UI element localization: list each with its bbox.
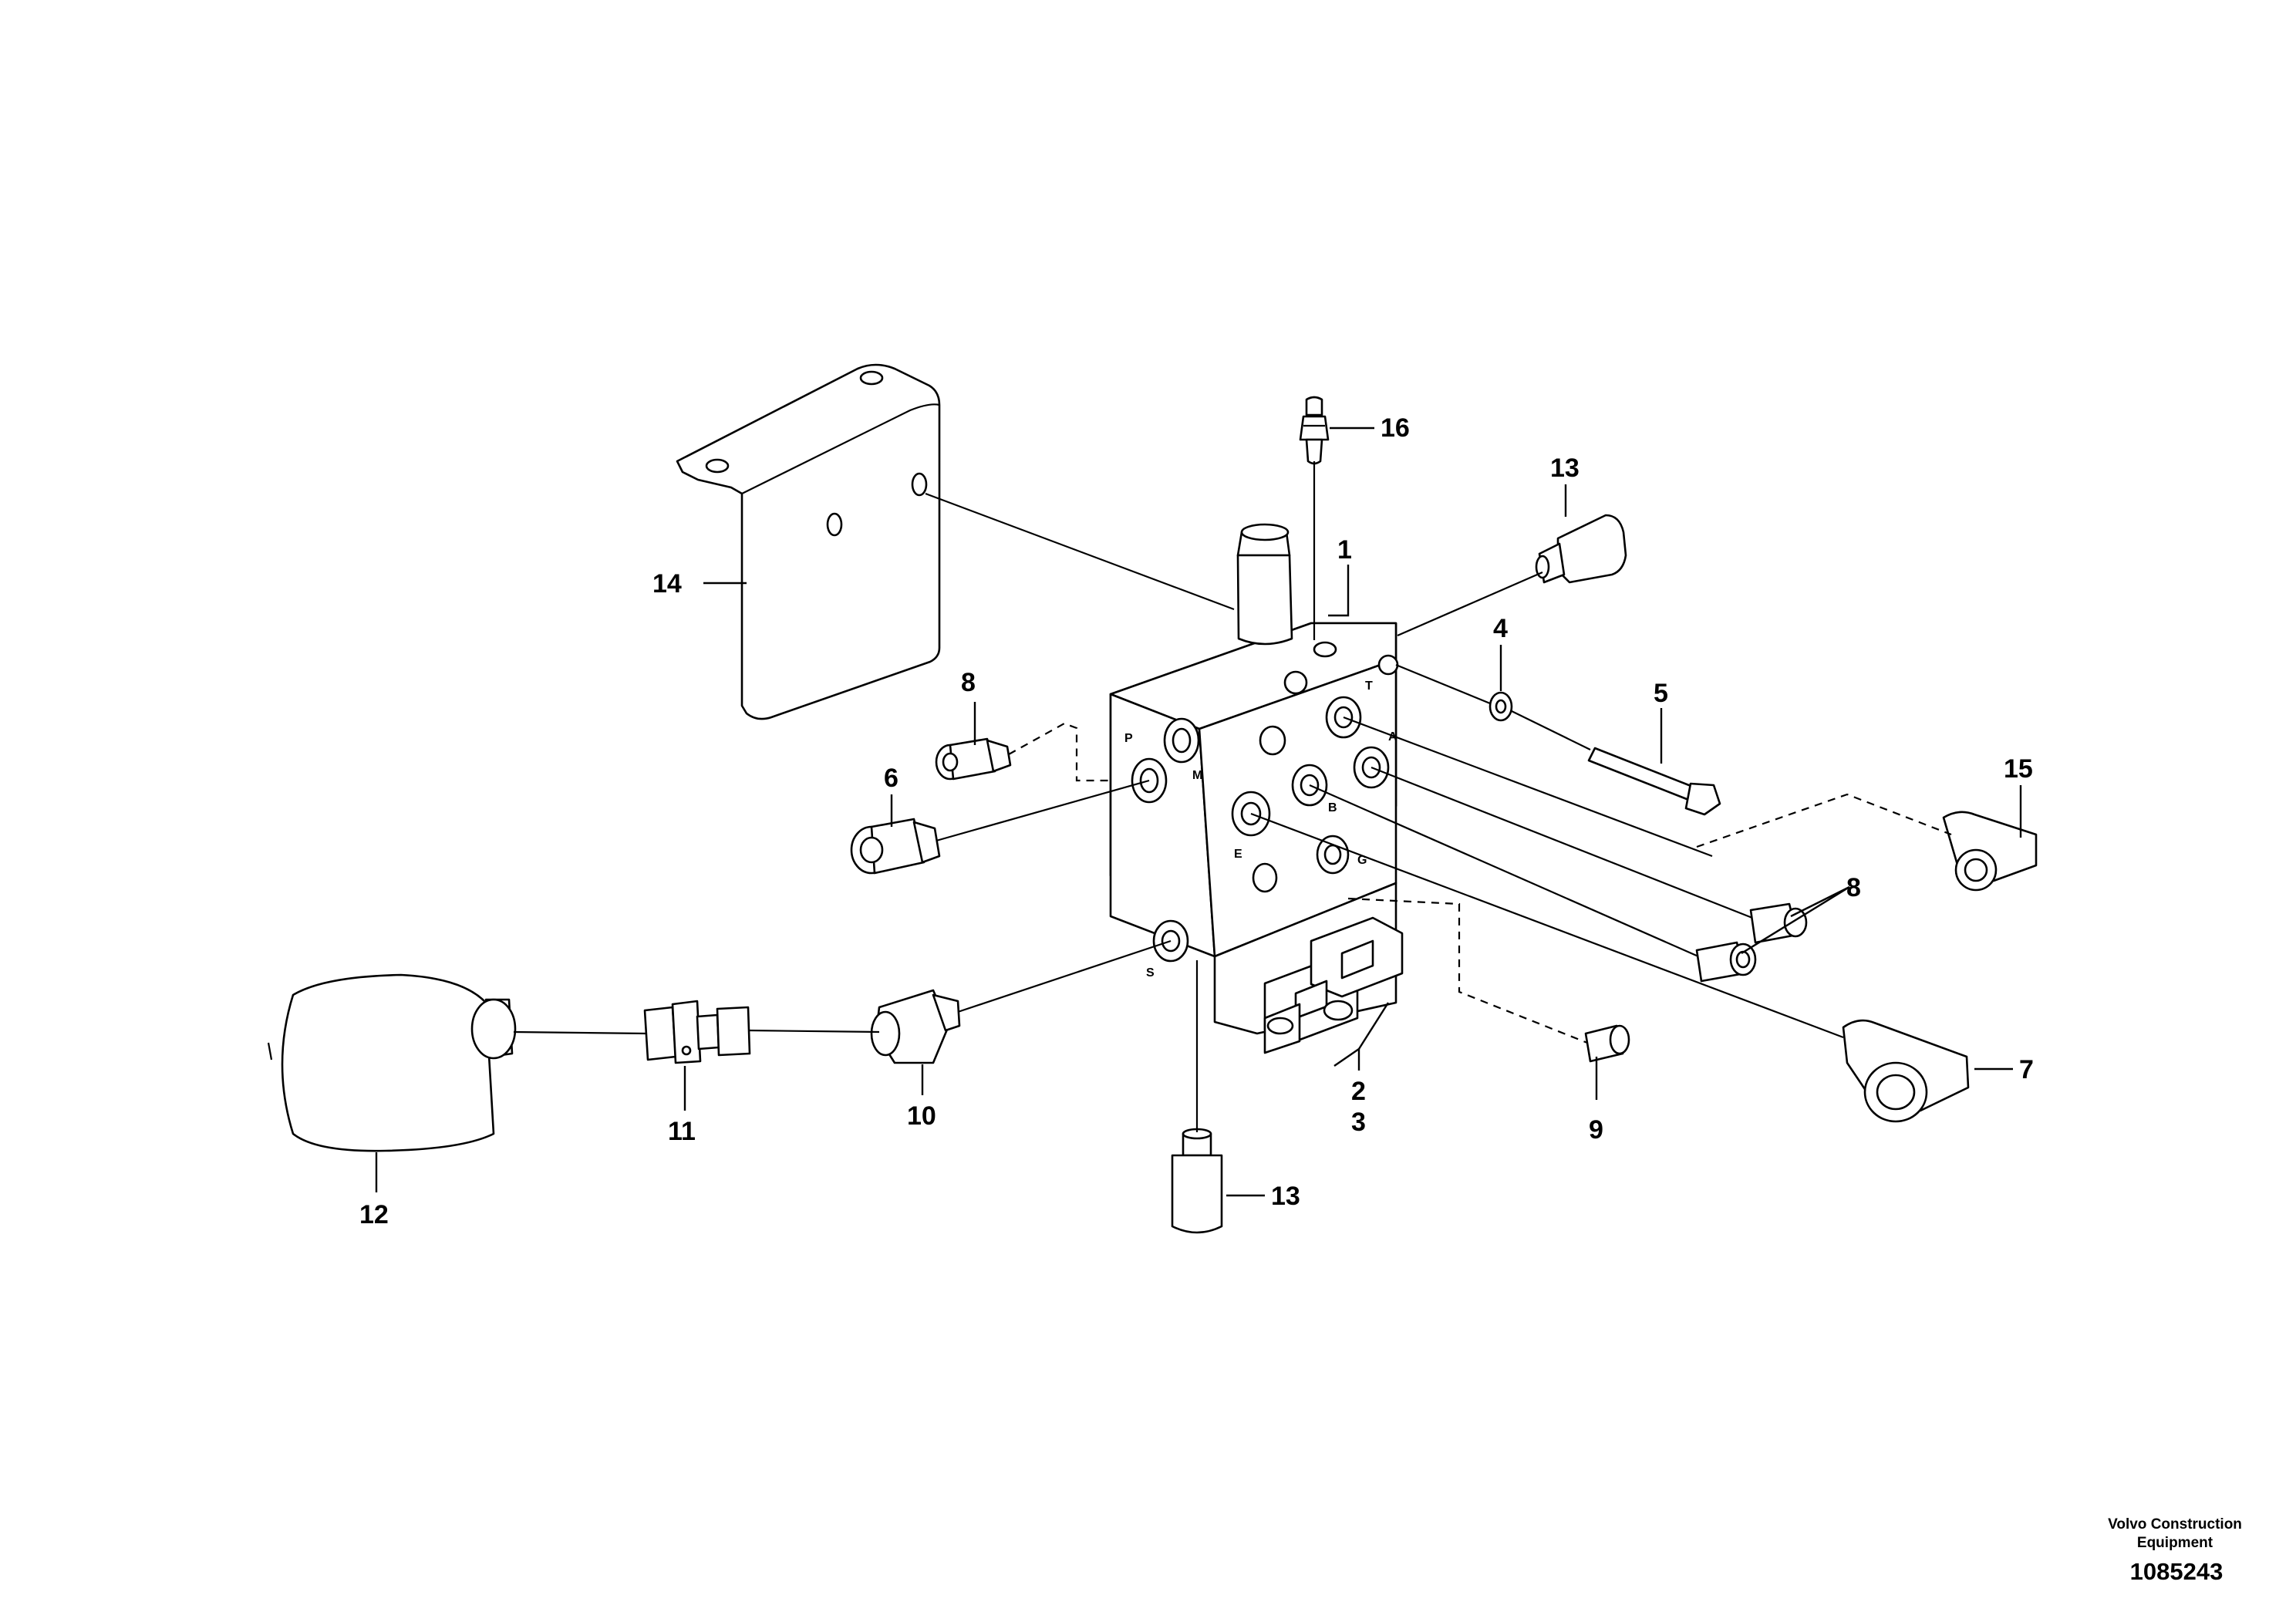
callout-leaders [375,427,2022,1197]
callout-11: 11 [668,1117,696,1146]
port-mark-s: S [1146,966,1155,980]
elbow-10 [870,989,961,1064]
adapter-8-left [935,737,1012,781]
callout-2: 2 [1351,1077,1366,1106]
callout-numbers: 16 13 1 14 4 8 5 15 6 8 7 2 10 3 11 9 13… [359,413,2034,1229]
callout-10: 10 [907,1101,936,1131]
callout-15: 15 [2004,754,2033,784]
callout-6: 6 [884,764,899,793]
port-mark-b: B [1328,801,1337,814]
coupling-11 [643,1000,751,1064]
callout-13-upper: 13 [1550,454,1580,483]
credit-line-1: Volvo Construction [2108,1516,2242,1533]
callout-9: 9 [1589,1115,1603,1145]
port-mark-m: M [1192,769,1202,782]
callout-5: 5 [1654,679,1668,708]
callout-1: 1 [1337,535,1352,565]
washer-4 [1489,691,1513,722]
port-mark-t: T [1365,679,1373,693]
document-number: 1085243 [2130,1558,2224,1585]
port-mark-a: A [1388,730,1397,744]
pressure-sensor-13-lower [1171,1128,1223,1234]
callout-12: 12 [359,1200,389,1229]
callout-14: 14 [652,569,682,599]
elbow-7 [1842,1019,1970,1123]
connection-lines [513,461,1952,1132]
plug-9 [1584,1024,1630,1063]
fitting-16 [1299,396,1330,465]
callout-13-lower: 13 [1271,1182,1300,1211]
mounting-bracket [676,363,941,720]
callout-4: 4 [1493,614,1508,643]
port-mark-p: P [1124,732,1133,745]
accumulator-12 [267,973,517,1152]
adapters-8-right [1695,902,1808,983]
credit-line-2: Equipment [2137,1535,2213,1551]
footer-credit: Volvo Construction Equipment 1085243 [2108,1516,2242,1585]
port-mark-e: E [1234,848,1242,861]
adapter-6 [850,818,941,875]
callout-16: 16 [1381,413,1410,443]
valve-block: P M T A B E S G [1109,523,1399,980]
elbow-15 [1942,811,2038,892]
callout-8-left: 8 [961,668,976,697]
callout-7: 7 [2019,1055,2034,1084]
bolt-5 [1587,747,1721,816]
callout-3: 3 [1351,1108,1366,1137]
solenoid-valves [1213,882,1404,1054]
pressure-sensor-13-upper [1535,514,1627,584]
callout-8-right: 8 [1846,873,1861,902]
